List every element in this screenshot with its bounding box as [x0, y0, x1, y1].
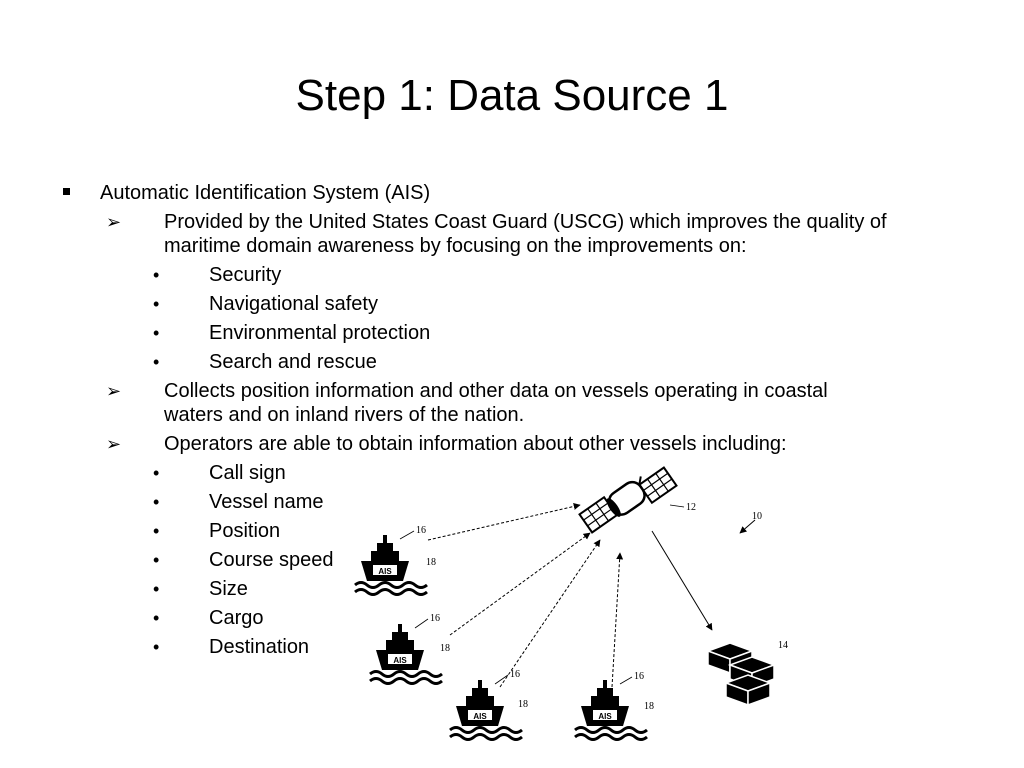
dot-bullet-icon: • — [153, 550, 160, 570]
bullet-ais: Automatic Identification System (AIS) — [100, 182, 431, 204]
list-item: Size — [209, 578, 248, 600]
arrow-bullet-icon: ➢ — [106, 434, 122, 454]
ship-ais-label: AIS — [393, 656, 407, 665]
sub3-line1: Operators are able to obtain information… — [164, 433, 787, 455]
dot-bullet-icon: • — [153, 463, 160, 483]
label-satellite: 12 — [686, 502, 696, 513]
link-ship4 — [611, 552, 624, 688]
dot-bullet-icon: • — [153, 294, 160, 314]
system-pointer — [739, 519, 756, 534]
dot-bullet-icon: • — [153, 323, 160, 343]
dot-bullet-icon: • — [153, 637, 160, 657]
link-station — [651, 530, 713, 631]
list-item: Call sign — [209, 462, 286, 484]
list-item: Cargo — [209, 607, 264, 629]
ais-diagram: 12 10 14 16 18 16 18 16 18 16 18 AIS AIS… — [353, 466, 788, 741]
list-item: Destination — [209, 636, 310, 658]
arrow-bullet-icon: ➢ — [106, 381, 122, 401]
ship-icon — [368, 622, 444, 685]
label-hull: 18 — [644, 701, 654, 712]
list-item: Course speed — [209, 549, 334, 571]
dot-bullet-icon: • — [153, 579, 160, 599]
cargo-containers-icon — [705, 642, 777, 707]
dot-bullet-icon: • — [153, 492, 160, 512]
link-ship2 — [449, 532, 591, 636]
square-bullet-icon — [63, 188, 70, 195]
ship-ais-label: AIS — [378, 567, 392, 576]
label-station: 14 — [778, 640, 788, 651]
label-hull: 18 — [518, 699, 528, 710]
ship-icon — [573, 678, 649, 741]
ship-ais-label: AIS — [473, 712, 487, 721]
list-item: Vessel name — [209, 491, 324, 513]
sub2-line2: waters and on inland rivers of the natio… — [164, 404, 525, 426]
link-ship3 — [499, 539, 601, 688]
list-item: Position — [209, 520, 281, 542]
list-item: Search and rescue — [209, 351, 377, 373]
dot-bullet-icon: • — [153, 265, 160, 285]
list-item: Navigational safety — [209, 293, 378, 315]
label-hull: 18 — [440, 643, 450, 654]
ship-icon — [353, 533, 429, 596]
link-ship1 — [427, 503, 581, 541]
dot-bullet-icon: • — [153, 521, 160, 541]
dot-bullet-icon: • — [153, 608, 160, 628]
label-antenna: 16 — [510, 669, 520, 680]
ship-ais-label: AIS — [598, 712, 612, 721]
sub1-line2: maritime domain awareness by focusing on… — [164, 235, 747, 257]
label-hull: 18 — [426, 557, 436, 568]
label-antenna: 16 — [430, 613, 440, 624]
ship-icon — [448, 678, 524, 741]
label-antenna: 16 — [416, 525, 426, 536]
arrow-bullet-icon: ➢ — [106, 212, 122, 232]
slide-title: Step 1: Data Source 1 — [295, 71, 729, 120]
label-system: 10 — [752, 511, 762, 522]
list-item: Environmental protection — [209, 322, 431, 344]
dot-bullet-icon: • — [153, 352, 160, 372]
satellite-icon — [578, 466, 678, 534]
label-antenna: 16 — [634, 671, 644, 682]
sub2-line1: Collects position information and other … — [164, 380, 828, 402]
sub1-line1: Provided by the United States Coast Guar… — [164, 211, 887, 233]
list-item: Security — [209, 264, 282, 286]
